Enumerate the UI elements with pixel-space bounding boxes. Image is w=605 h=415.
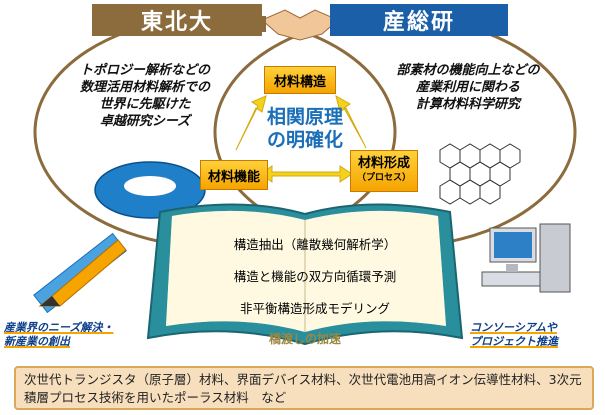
pencil-ruler-icon — [33, 232, 127, 314]
bridge-acceleration-text: 橋渡しの加速 — [268, 332, 341, 346]
graphene-icon — [439, 143, 521, 205]
industry-needs-caption: 産業界のニーズ解決・ 新産業の創出 — [4, 321, 164, 349]
material-formation-box: 材料形成 （プロセス） — [350, 150, 418, 192]
material-function-box: 材料機能 — [200, 160, 268, 190]
tohoku-description-line: トポロジー解析などの — [79, 63, 210, 78]
tohoku-description-line: 世界に先駆けた — [99, 97, 191, 112]
aist-description-line: 産業利用に関わる — [415, 80, 520, 95]
book-item-nonequilibrium-modeling: 非平衡構造形成モデリング — [239, 301, 390, 316]
book-icon — [146, 203, 464, 346]
caption-line: 産業界のニーズ解決・ — [4, 321, 114, 334]
tohoku-label: 東北大 — [92, 4, 262, 36]
aist-label: 産総研 — [330, 4, 508, 36]
book-item-bidirectional-prediction: 構造と機能の双方向循環予測 — [233, 269, 397, 284]
tohoku-description-line: 卓越研究シーズ — [99, 114, 191, 129]
target-materials-banner: 次世代トランジスタ（原子層）材料、界面デバイス材料、次世代電池用高イオン伝導性材… — [14, 366, 594, 410]
torus-icon — [94, 161, 206, 219]
material-formation-label: 材料形成 — [357, 156, 410, 171]
tohoku-description-line: 数理活用材料解析での — [79, 80, 210, 95]
aist-description-line: 計算材料科学研究 — [415, 97, 520, 112]
aist-description-line: 部素材の機能向上などの — [396, 63, 540, 78]
tohoku-description: トポロジー解析などの 数理活用材料解析での 世界に先駆けた 卓越研究シーズ — [50, 62, 240, 130]
caption-line: コンソーシアムや — [470, 321, 558, 334]
computer-icon — [481, 223, 571, 293]
material-structure-box: 材料構造 — [264, 66, 336, 94]
book-item-structure-extraction: 構造抽出（離散幾何解析学） — [233, 237, 397, 252]
center-line: の明確化 — [266, 129, 343, 151]
material-formation-sub: （プロセス） — [356, 173, 411, 183]
aist-description: 部素材の機能向上などの 産業利用に関わる 計算材料科学研究 — [368, 62, 568, 113]
consortium-caption: コンソーシアムや プロジェクト推進 — [470, 321, 605, 349]
caption-line: プロジェクト推進 — [470, 335, 558, 348]
caption-line: 新産業の創出 — [4, 335, 70, 348]
correlation-principle-text: 相関原理 の明確化 — [245, 106, 365, 152]
center-line: 相関原理 — [266, 106, 343, 128]
